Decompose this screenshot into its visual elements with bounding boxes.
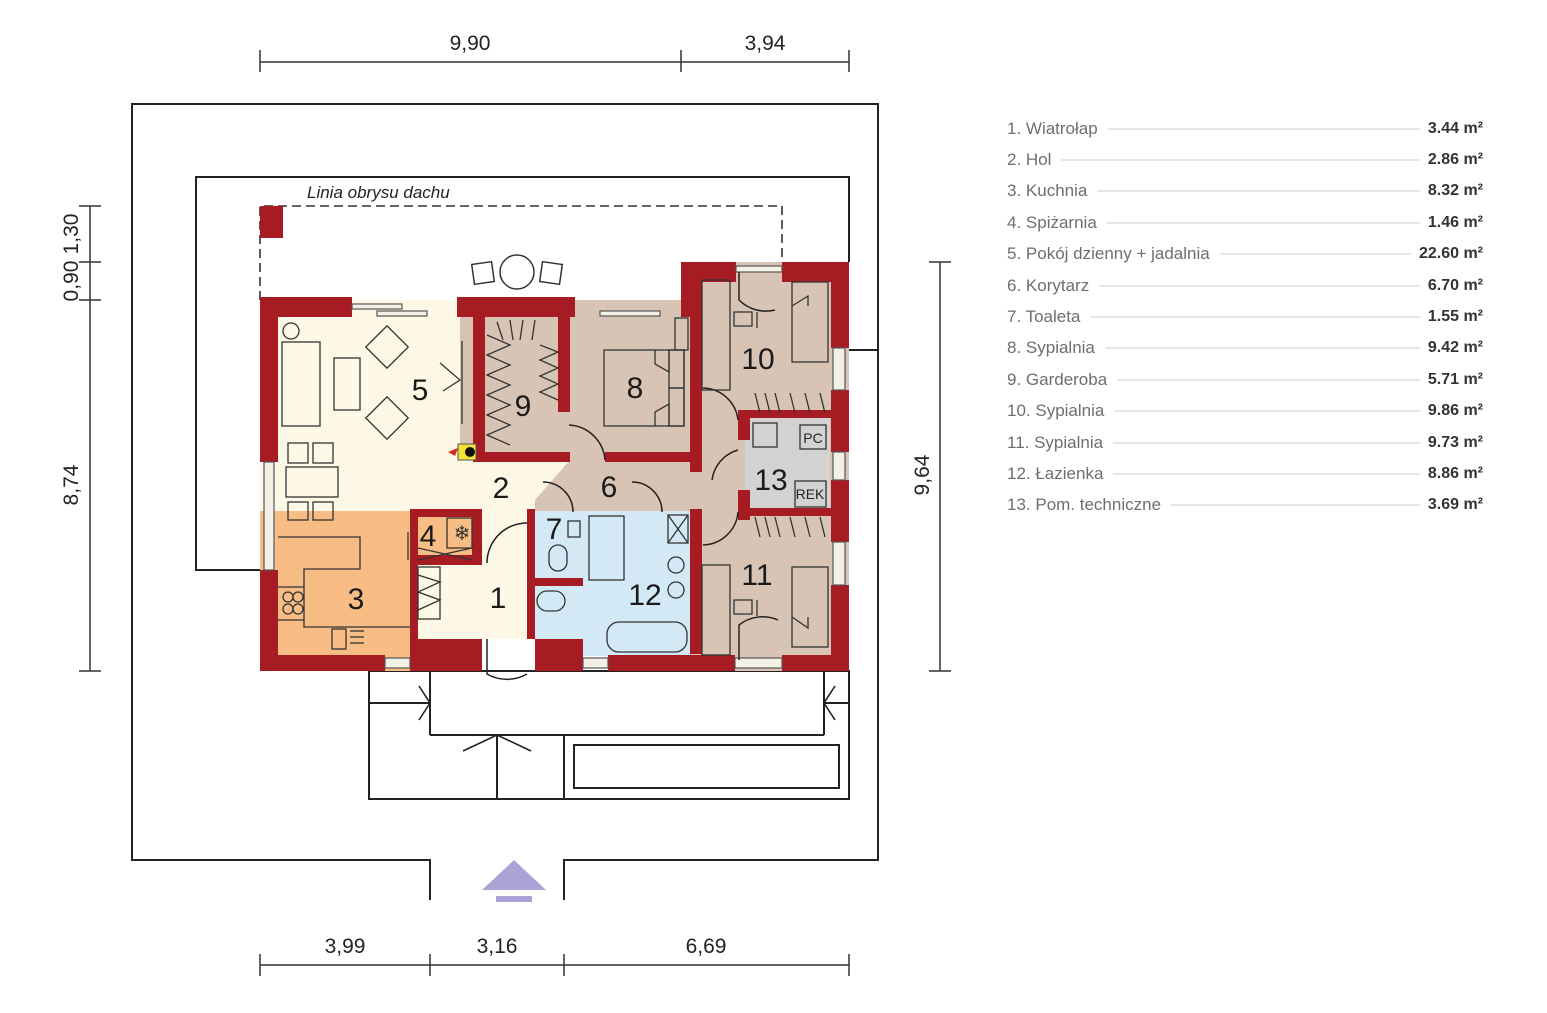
legend-row: 11. Sypialnia 9.73 m² <box>1007 427 1483 458</box>
room-name: 8. Sypialnia <box>1007 338 1095 358</box>
leader-line <box>1106 221 1420 224</box>
terrace-arrows <box>418 685 836 752</box>
room-number-5: 5 <box>412 374 429 407</box>
room-number-7: 7 <box>546 513 563 546</box>
leader-line <box>1104 347 1420 350</box>
legend-row: 6. Korytarz 6.70 m² <box>1007 270 1483 301</box>
legend-row: 12. Łazienka 8.86 m² <box>1007 458 1483 489</box>
heat-pump-label: PC <box>803 430 822 446</box>
legend-row: 9. Garderoba 5.71 m² <box>1007 364 1483 395</box>
room-numbers: 1 2 3 4 5 6 7 8 9 10 11 12 13 <box>348 343 788 616</box>
room-fills <box>260 262 849 671</box>
doors <box>486 272 779 681</box>
room-area: 9.42 m² <box>1427 339 1483 357</box>
outdoor-table-set <box>470 254 564 290</box>
room-number-2: 2 <box>493 472 510 505</box>
furniture <box>278 279 829 656</box>
room-area: 6.70 m² <box>1427 276 1483 294</box>
room-name: 3. Kuchnia <box>1007 181 1088 201</box>
room-area: 8.86 m² <box>1427 464 1483 482</box>
freezer-icon: ❄ <box>454 523 471 545</box>
dim-top-2: 3,94 <box>745 32 786 55</box>
room-name: 1. Wiatrołap <box>1007 118 1098 138</box>
leader-line <box>1114 410 1420 413</box>
room-name: 2. Hol <box>1007 150 1052 170</box>
dim-left-3: 8,74 <box>60 464 83 505</box>
leader-line <box>1117 378 1420 381</box>
room-area: 1.46 m² <box>1427 213 1483 231</box>
dim-top-1: 9,90 <box>450 32 491 55</box>
leader-line <box>1097 190 1420 193</box>
room-area: 5.71 m² <box>1427 370 1483 388</box>
legend-row: 10. Sypialnia 9.86 m² <box>1007 396 1483 427</box>
room-area: 22.60 m² <box>1418 245 1483 263</box>
room-number-6: 6 <box>601 471 618 504</box>
recuperator-label: REK <box>796 486 825 502</box>
room-name: 7. Toaleta <box>1007 307 1081 327</box>
dim-bottom-1: 3,99 <box>325 935 366 958</box>
leader-line <box>1171 504 1420 507</box>
room-number-10: 10 <box>741 343 774 376</box>
room-number-3: 3 <box>348 583 365 616</box>
room-area: 8.32 m² <box>1427 182 1483 200</box>
room-name: 11. Sypialnia <box>1007 432 1104 452</box>
dim-left-2: 0,90 <box>60 261 83 302</box>
room-name: 10. Sypialnia <box>1007 401 1105 421</box>
leader-line <box>1107 127 1420 130</box>
legend-row: 7. Toaleta 1.55 m² <box>1007 301 1483 332</box>
legend-row: 13. Pom. techniczne 3.69 m² <box>1007 490 1483 521</box>
room-name: 6. Korytarz <box>1007 275 1090 295</box>
room-area: 2.86 m² <box>1427 151 1483 169</box>
room-name: 4. Spiżarnia <box>1007 212 1097 232</box>
leader-line <box>1219 253 1411 256</box>
room-name: 12. Łazienka <box>1007 463 1104 483</box>
legend-row: 2. Hol 2.86 m² <box>1007 144 1483 175</box>
leader-line <box>1113 441 1420 444</box>
legend-row: 1. Wiatrołap 3.44 m² <box>1007 113 1483 144</box>
dim-right-1: 9,64 <box>911 454 934 495</box>
room-area: 3.69 m² <box>1427 496 1483 514</box>
room-name: 9. Garderoba <box>1007 369 1108 389</box>
roof-outline-label: Linia obrysu dachu <box>307 183 450 202</box>
legend-row: 5. Pokój dzienny + jadalnia 22.60 m² <box>1007 239 1483 270</box>
room-number-4: 4 <box>420 520 437 553</box>
dim-left-1: 1,30 <box>60 214 83 255</box>
leader-line <box>1113 472 1420 475</box>
room-name: 13. Pom. techniczne <box>1007 495 1162 515</box>
site-outline <box>131 103 879 900</box>
entrance-arrow-icon <box>482 860 546 902</box>
room-area: 3.44 m² <box>1427 119 1483 137</box>
legend-row: 3. Kuchnia 8.32 m² <box>1007 176 1483 207</box>
fireplace-icon <box>448 443 477 461</box>
chimney <box>260 206 283 238</box>
room-number-8: 8 <box>627 372 644 405</box>
dim-bottom-3: 6,69 <box>686 935 727 958</box>
room-number-13: 13 <box>754 464 787 497</box>
leader-line <box>1099 284 1420 287</box>
leader-line <box>1090 316 1420 319</box>
room-number-9: 9 <box>515 390 532 423</box>
room-area: 1.55 m² <box>1427 308 1483 326</box>
room-number-11: 11 <box>741 559 772 592</box>
legend-row: 8. Sypialnia 9.42 m² <box>1007 333 1483 364</box>
floor-plan: 9,90 3,94 3,99 3,16 6,69 1,30 0,90 8,74 … <box>60 32 951 976</box>
walls <box>260 262 849 671</box>
room-name: 5. Pokój dzienny + jadalnia <box>1007 244 1210 264</box>
roof-outline <box>259 205 783 300</box>
legend-row: 4. Spiżarnia 1.46 m² <box>1007 207 1483 238</box>
room-area: 9.73 m² <box>1427 433 1483 451</box>
leader-line <box>1061 159 1420 162</box>
windows <box>263 265 846 669</box>
dimension-lines <box>79 50 951 976</box>
dim-bottom-2: 3,16 <box>477 935 518 958</box>
room-area-legend: 1. Wiatrołap 3.44 m² 2. Hol 2.86 m² 3. Kuc… <box>1007 113 1483 521</box>
room-number-1: 1 <box>490 582 507 615</box>
room-area: 9.86 m² <box>1427 402 1483 420</box>
room-number-12: 12 <box>628 579 661 612</box>
